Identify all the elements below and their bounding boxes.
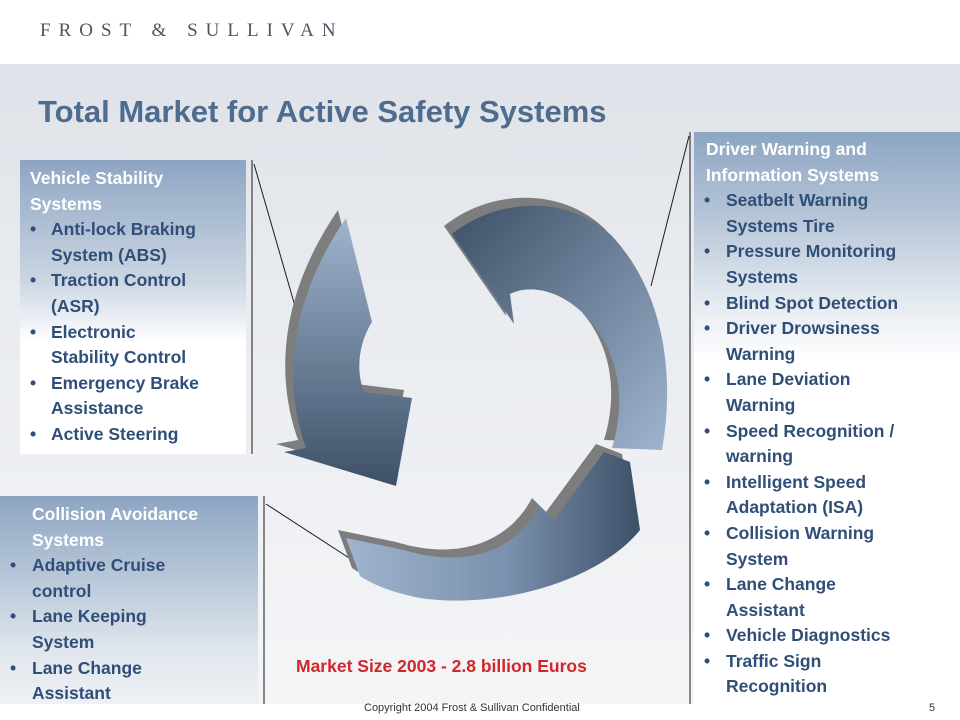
vehicle-stability-box: Vehicle Stability Systems Anti-lock Brak… bbox=[20, 160, 246, 454]
header-band bbox=[0, 0, 960, 64]
copyright-text: Copyright 2004 Frost & Sullivan Confiden… bbox=[364, 702, 580, 714]
frost-sullivan-logo: FROST & SULLIVAN bbox=[40, 20, 344, 41]
driver-warning-heading: Driver Warning and Information Systems bbox=[694, 137, 960, 188]
slide-title: Total Market for Active Safety Systems bbox=[38, 94, 607, 129]
heading-line: Systems bbox=[30, 193, 102, 214]
page-number: 5 bbox=[929, 702, 936, 714]
list-item: Traction Control(ASR) bbox=[30, 268, 246, 319]
cycle-arrow-bottom bbox=[346, 452, 640, 601]
cycle-diagram bbox=[276, 197, 668, 601]
footer-band bbox=[0, 704, 960, 720]
collision-avoidance-box: Collision Avoidance Systems Adaptive Cru… bbox=[0, 496, 258, 706]
list-item: Vehicle Diagnostics bbox=[694, 623, 960, 649]
driver-warning-box: Driver Warning and Information Systems S… bbox=[694, 132, 960, 706]
vehicle-stability-heading: Vehicle Stability Systems bbox=[30, 166, 246, 217]
heading-line: Information Systems bbox=[706, 164, 880, 185]
cycle-arrow-left bbox=[284, 218, 412, 486]
heading-line: Driver Warning and bbox=[706, 139, 867, 159]
list-item: Active Steering bbox=[30, 422, 246, 448]
market-size-label: Market Size 2003 - 2.8 billion Euros bbox=[296, 656, 587, 676]
heading-line: Systems bbox=[32, 529, 104, 550]
list-item: Speed Recognition /warning bbox=[694, 419, 960, 470]
list-item: Blind Spot Detection bbox=[694, 291, 960, 317]
collision-avoidance-heading: Collision Avoidance Systems bbox=[0, 502, 258, 553]
heading-line: Collision Avoidance bbox=[32, 504, 198, 524]
cycle-arrow-right bbox=[452, 205, 668, 450]
heading-line: Vehicle Stability bbox=[30, 168, 164, 188]
